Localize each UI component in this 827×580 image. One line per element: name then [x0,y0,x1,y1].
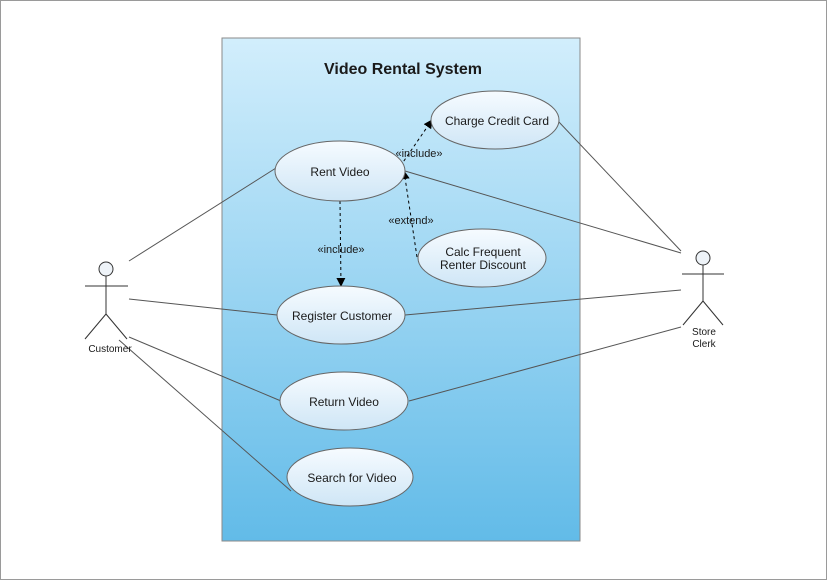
assoc-clerk-rent-video [404,170,682,254]
actor-label: Customer [88,344,132,355]
assoc-customer-return-video [128,336,282,402]
assoc-clerk-return-video [408,326,682,402]
use-case-calc-frequent-renter-discount[interactable]: Calc Frequent Renter Discount [417,228,547,288]
stick-figure-icon [682,250,724,326]
use-case-search-for-video[interactable]: Search for Video [286,447,414,507]
assoc-clerk-charge-credit-card [557,120,682,252]
system-title: Video Rental System [324,61,482,78]
use-case-return-video[interactable]: Return Video [279,371,409,431]
use-case-label: Charge Credit Card [445,114,549,128]
stick-figure-icon [84,261,128,340]
actor-label-line2: Clerk [692,339,716,350]
include-label-register: «include» [317,244,364,256]
extend-arrow-calc-discount [400,170,418,258]
include-label-charge: «include» [395,148,442,160]
use-case-register-customer[interactable]: Register Customer [276,285,406,345]
use-case-label: Return Video [309,395,379,409]
assoc-clerk-register-customer [404,289,682,316]
assoc-customer-register-customer [128,298,278,316]
use-case-label-line1: Calc Frequent [445,245,521,259]
extend-label-calc: «extend» [388,215,433,227]
include-arrow-register-customer [336,200,346,287]
assoc-customer-search-video [118,339,292,492]
use-case-label: Search for Video [307,471,396,485]
use-case-label: Rent Video [310,165,369,179]
use-case-label: Register Customer [292,309,392,323]
actor-label-line1: Store [692,327,716,338]
use-case-charge-credit-card[interactable]: Charge Credit Card [430,90,560,150]
actor-customer[interactable]: Customer [84,261,132,355]
use-case-rent-video[interactable]: Rent Video [274,140,406,202]
use-case-label-line2: Renter Discount [440,258,527,272]
actor-store-clerk[interactable]: Store Clerk [682,250,724,350]
assoc-customer-rent-video [128,167,277,262]
include-arrow-charge-credit-card [396,119,433,172]
